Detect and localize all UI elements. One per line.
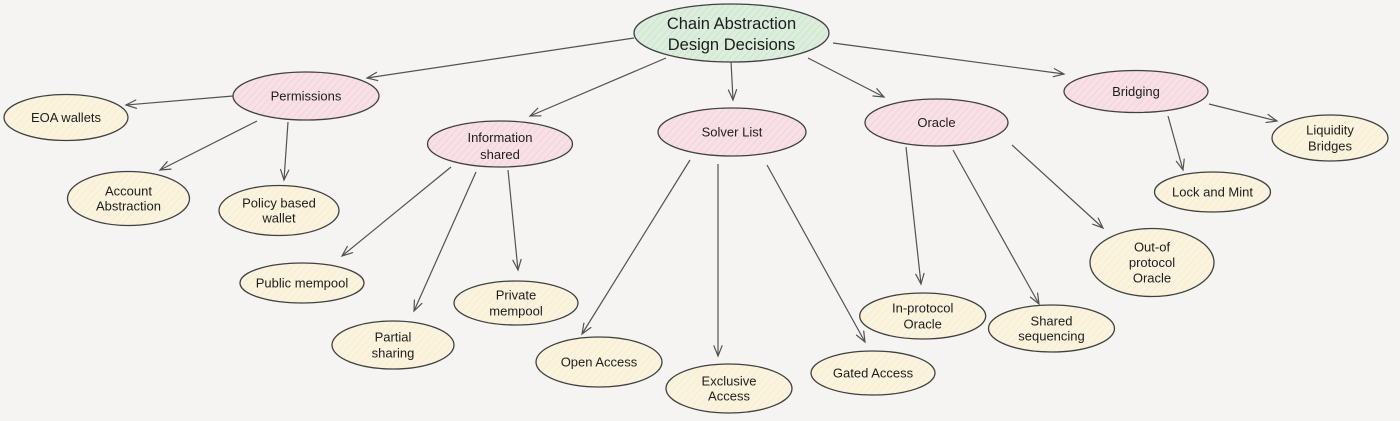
svg-text:Design Decisions: Design Decisions [668,36,795,54]
svg-text:Abstraction: Abstraction [96,199,161,214]
svg-text:Policy based: Policy based [242,195,316,210]
svg-text:Chain Abstraction: Chain Abstraction [667,15,796,33]
svg-text:sharing: sharing [372,345,415,360]
svg-text:In-protocol: In-protocol [892,301,954,316]
svg-text:protocol: protocol [1129,255,1175,270]
svg-text:Information: Information [467,130,532,145]
svg-text:Open Access: Open Access [561,355,638,370]
svg-text:Bridges: Bridges [1308,138,1353,153]
svg-text:Permissions: Permissions [271,89,342,104]
svg-text:Partial: Partial [375,330,412,345]
svg-text:Private: Private [496,288,536,303]
svg-text:Out-of: Out-of [1134,240,1171,255]
svg-text:Access: Access [708,389,750,404]
svg-text:Gated Access: Gated Access [833,366,914,381]
svg-text:Oracle: Oracle [904,316,942,331]
svg-text:sequencing: sequencing [1018,329,1085,344]
svg-text:Solver List: Solver List [702,125,763,140]
svg-text:Bridging: Bridging [1112,84,1160,99]
svg-text:Exclusive: Exclusive [702,373,757,388]
svg-text:Account: Account [105,183,152,198]
svg-text:mempool: mempool [489,303,543,318]
svg-text:Oracle: Oracle [1133,271,1171,286]
svg-text:Liquidity: Liquidity [1306,123,1354,138]
svg-text:wallet: wallet [261,211,296,226]
svg-text:Lock and Mint: Lock and Mint [1172,185,1253,200]
svg-text:Public mempool: Public mempool [256,276,349,291]
svg-text:Shared: Shared [1031,313,1073,328]
svg-text:EOA wallets: EOA wallets [31,110,102,125]
svg-text:Oracle: Oracle [917,115,955,130]
svg-text:shared: shared [480,147,520,162]
